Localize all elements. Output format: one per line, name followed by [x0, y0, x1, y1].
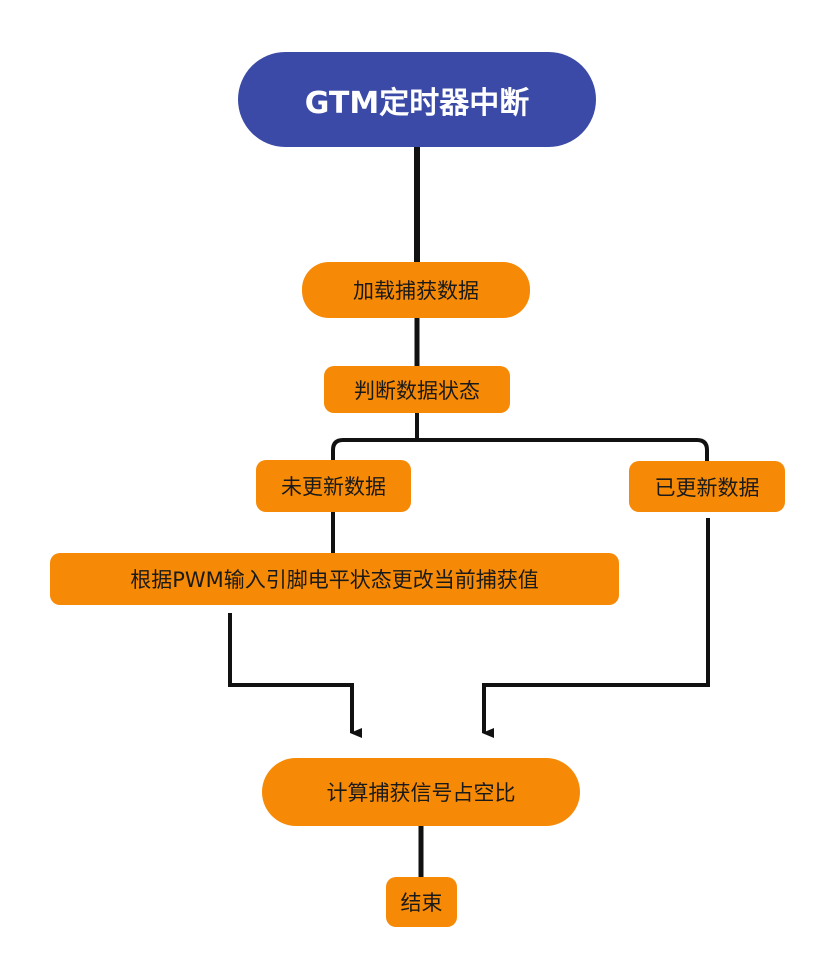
node-change-capture-value: 根据PWM输入引脚电平状态更改当前捕获值: [50, 553, 619, 605]
node-compute-duty-cycle: 计算捕获信号占空比: [262, 758, 580, 826]
connector-change-compute: [228, 613, 362, 738]
node-updated: 已更新数据: [629, 461, 785, 512]
connector-branch-split: [331, 438, 709, 462]
connector-updated-compute: [482, 518, 710, 738]
node-not-updated: 未更新数据: [256, 460, 411, 512]
node-load-capture-data: 加载捕获数据: [302, 262, 530, 318]
node-end: 结束: [386, 877, 457, 927]
node-start: GTM定时器中断: [238, 52, 596, 147]
node-judge-data-state: 判断数据状态: [324, 366, 510, 413]
